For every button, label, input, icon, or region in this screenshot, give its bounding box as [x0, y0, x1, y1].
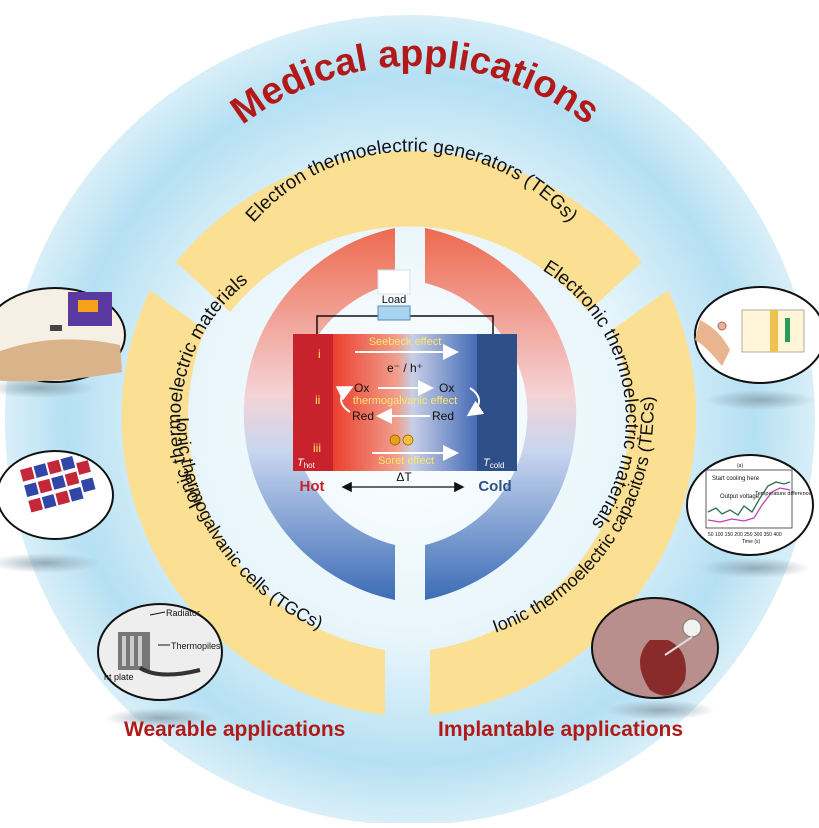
plot-panel-label: (a)	[737, 463, 743, 469]
inset-shadow	[105, 708, 215, 728]
inset-shadow	[0, 378, 95, 398]
t-cold-label: Tcold	[483, 457, 504, 470]
temperature-line	[707, 487, 791, 523]
thermopiles-label: Thermopiles	[171, 641, 221, 651]
cold-cycle-arrow	[466, 387, 485, 417]
plot-output-label: Output voltage	[720, 494, 760, 500]
cold-electrode	[477, 334, 517, 471]
plot-temp-label: Temperature difference	[755, 491, 811, 497]
t-hot-label: Thot	[297, 457, 316, 470]
inset-shadow	[700, 558, 810, 578]
thermopile-band	[138, 666, 201, 677]
soret-label: Soret effect	[378, 455, 434, 467]
ionic-materials-arc	[243, 228, 395, 600]
device-chip	[50, 325, 62, 331]
ox-left: Ox	[354, 381, 369, 395]
inset-shadow	[605, 700, 715, 720]
ox-right: Ox	[439, 381, 454, 395]
wearable-insets: Radiator Thermopiles nt plate	[0, 287, 223, 728]
plot-xaxis-ticks: 50 100 150 200 250 300 350 400	[708, 532, 782, 538]
inset-shadow	[705, 390, 815, 410]
load-label: Load	[382, 294, 406, 306]
wearable-applications-title: Wearable applications	[124, 718, 346, 741]
row-ii-label: ii	[315, 393, 320, 407]
ring-segment-tgcs	[121, 290, 386, 715]
plot-xaxis-label: Time (s)	[742, 539, 760, 545]
red-right: Red	[432, 409, 454, 423]
red-left: Red	[352, 409, 374, 423]
output-voltage-line	[707, 481, 791, 516]
delta-t-label: ΔT	[396, 470, 412, 484]
implantable-insets: Start cooling here Output voltage Temper…	[591, 286, 819, 720]
ring-segment-tegs	[176, 150, 642, 312]
hot-plate-label: nt plate	[104, 672, 134, 682]
yellow-ring	[121, 150, 697, 715]
center-device: Load i ii iii Seebeck effect e⁻ / h⁺ Ox …	[293, 269, 517, 495]
carrier-label: e⁻ / h⁺	[387, 361, 423, 375]
row-i-label: i	[318, 347, 321, 361]
load-top-box	[377, 269, 411, 295]
skin-shape	[0, 339, 122, 382]
implant-device	[682, 618, 702, 638]
thermal-hotspot	[78, 300, 98, 312]
plot-start-label: Start cooling here	[712, 476, 760, 482]
inset-shadow	[0, 553, 100, 573]
heart-shape	[640, 640, 686, 696]
hot-label: Hot	[300, 478, 325, 495]
cation-icon	[389, 434, 401, 446]
cold-label: Cold	[478, 478, 511, 495]
hot-cycle-arrow	[335, 386, 354, 413]
row-iii-label: iii	[313, 441, 321, 455]
thermocouple-array	[20, 456, 96, 513]
electronic-materials-arc	[425, 228, 577, 600]
implantable-applications-title: Implantable applications	[438, 718, 684, 741]
thermogalvanic-label: thermogalvanic effect	[353, 395, 457, 407]
anion-icon	[402, 434, 414, 446]
load-resistor	[377, 305, 411, 321]
thermopile-photo	[97, 603, 223, 701]
radiator-label: Radiator	[166, 608, 200, 618]
seebeck-label: Seebeck effect	[369, 336, 442, 348]
ring-segment-tecs	[430, 290, 697, 715]
plot-frame	[705, 469, 793, 529]
hot-electrode	[293, 334, 333, 471]
arm-shape	[695, 320, 730, 366]
